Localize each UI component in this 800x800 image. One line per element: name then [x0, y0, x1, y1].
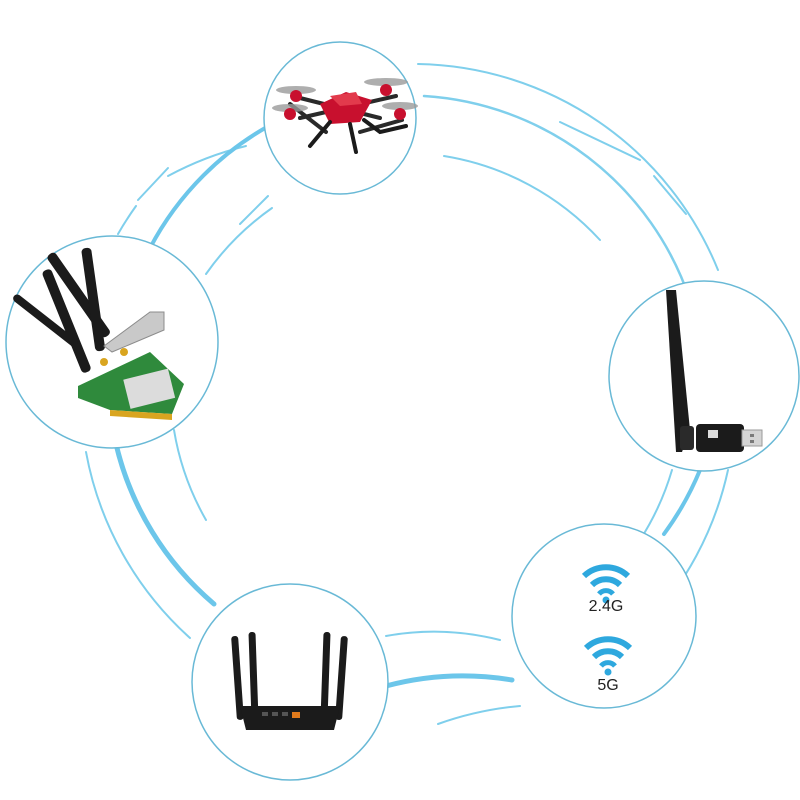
- ring-arc: [385, 630, 501, 641]
- node-drone: [263, 41, 418, 195]
- ring-arc: [85, 451, 191, 639]
- band-label-2-4g: 2.4G: [589, 598, 624, 615]
- ring-arc: [173, 429, 207, 521]
- usb-wifi-adapter-icon: [666, 290, 763, 452]
- ring-dash: [559, 121, 641, 161]
- pcie-wifi-card-icon: [13, 247, 184, 420]
- ring-arc: [437, 705, 521, 725]
- ring-arc: [117, 205, 137, 235]
- ring-arc: [167, 145, 247, 177]
- node-usb: [608, 280, 800, 472]
- node-pcie: [5, 235, 219, 449]
- ring-dash: [239, 195, 269, 225]
- node-circle: [511, 523, 697, 709]
- node-circle: [608, 280, 800, 472]
- ring-arc-main: [383, 673, 515, 689]
- ring-arc: [205, 207, 273, 275]
- wifi-icon: [583, 636, 633, 676]
- band-label-5g: 5G: [597, 677, 618, 694]
- ring-dash: [653, 175, 687, 215]
- router-icon: [231, 631, 348, 730]
- ring-arc-main: [148, 120, 278, 250]
- node-band: 2.4G 5G: [511, 523, 697, 709]
- ring-arc-main: [113, 441, 217, 607]
- ring-dash: [137, 167, 169, 201]
- ring-arc: [443, 155, 601, 241]
- drone-icon: [272, 78, 418, 154]
- ring-arc-main: [422, 94, 692, 302]
- ring-arc: [417, 63, 719, 271]
- ring-arc-main: [662, 468, 702, 536]
- wifi-icon: [581, 564, 631, 604]
- node-router: [191, 583, 389, 781]
- node-circle: [191, 583, 389, 781]
